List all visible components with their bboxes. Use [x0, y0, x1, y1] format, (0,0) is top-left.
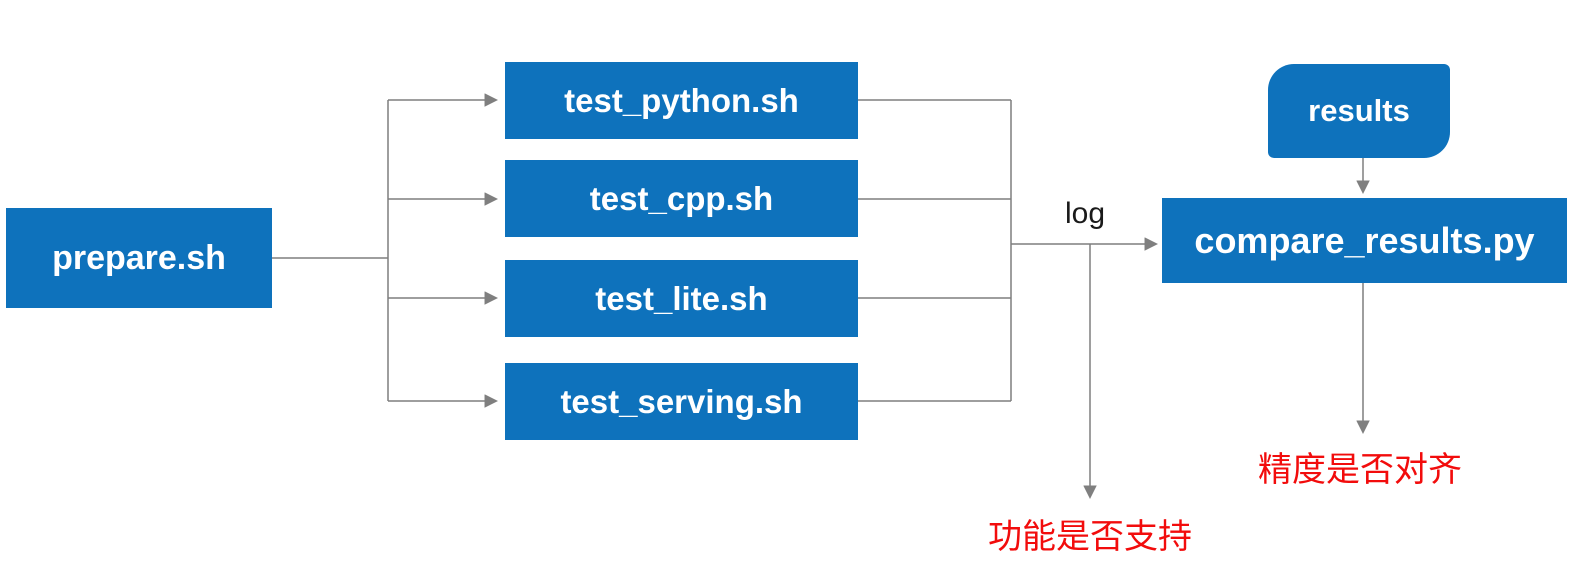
node-results: results: [1268, 64, 1450, 158]
node-test-cpp-sh: test_cpp.sh: [505, 160, 858, 237]
node-compare-results-py: compare_results.py: [1162, 198, 1567, 283]
node-test-lite-sh: test_lite.sh: [505, 260, 858, 337]
edge-label-log: log: [1064, 197, 1106, 230]
annotation-precision-alignment: 精度是否对齐: [1258, 451, 1462, 489]
node-test-python-sh: test_python.sh: [505, 62, 858, 139]
node-test-serving-sh: test_serving.sh: [505, 363, 858, 440]
node-prepare-sh: prepare.sh: [6, 208, 272, 308]
annotation-function-support: 功能是否支持: [988, 518, 1192, 556]
